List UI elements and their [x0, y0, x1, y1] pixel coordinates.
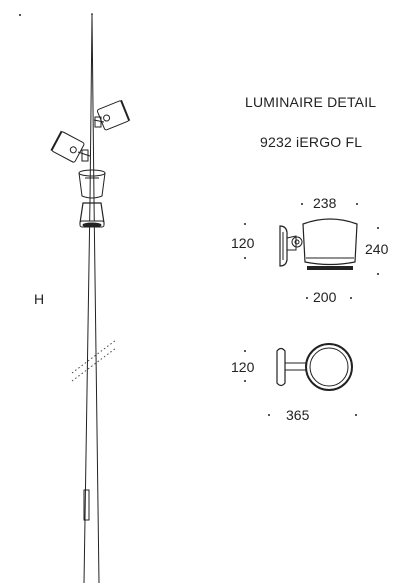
dim-side-height-left: 120 [231, 235, 255, 251]
main-luminaire-head [79, 202, 105, 228]
dim-side-width-top: 238 [313, 195, 337, 211]
dim-dot [244, 223, 246, 225]
dim-dot [355, 414, 357, 416]
glass-bowl-luminaire [78, 169, 106, 199]
dim-dot [350, 297, 352, 299]
dim-dot [268, 414, 270, 416]
dim-dot [244, 380, 246, 382]
dim-dot [301, 203, 303, 205]
dim-top-width-bottom: 365 [286, 407, 310, 423]
dim-top-height-left: 120 [231, 359, 255, 375]
dim-dot [306, 297, 308, 299]
model-number: 9232 iERGO FL [260, 134, 363, 150]
corner-mark [19, 14, 21, 16]
dim-dot [356, 203, 358, 205]
dim-dot [377, 273, 379, 275]
spotlight-upper-right [93, 99, 131, 131]
height-label: H [34, 291, 45, 307]
dim-side-width-bottom: 200 [313, 289, 337, 305]
detail-top-view [276, 343, 353, 391]
dim-dot [377, 227, 379, 229]
pole-door [83, 489, 90, 521]
spotlight-upper-left [50, 130, 91, 163]
detail-heading: LUMINAIRE DETAIL [245, 94, 377, 110]
dim-side-height-right: 240 [365, 241, 389, 257]
pole-shaft [83, 13, 100, 583]
dim-dot [244, 257, 246, 259]
dim-dot [244, 350, 246, 352]
detail-side-view [279, 218, 358, 270]
